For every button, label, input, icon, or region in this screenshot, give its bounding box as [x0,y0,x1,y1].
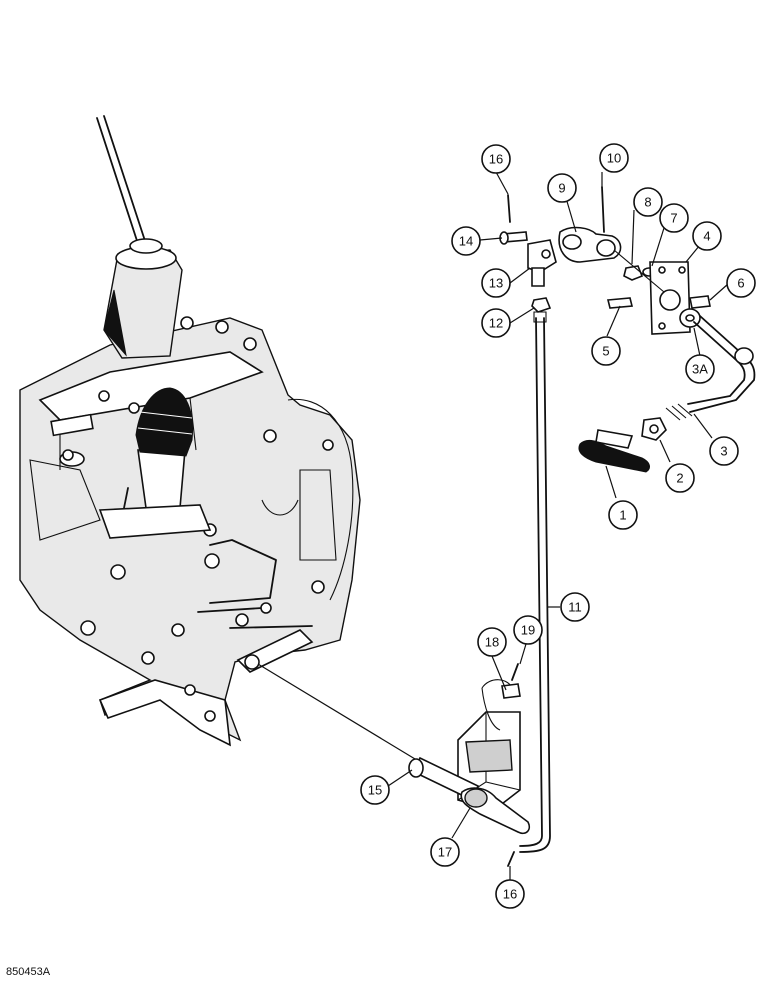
svg-text:6: 6 [737,276,744,291]
svg-text:11: 11 [568,600,582,615]
svg-text:19: 19 [521,623,535,638]
callout-3a: 3A [685,354,715,384]
callout-3: 3 [709,436,739,466]
callout-18: 18 [477,627,507,657]
housing-linkage [197,539,314,673]
callout-1: 1 [608,500,638,530]
svg-text:17: 17 [438,845,452,860]
control-rod-11 [519,311,551,853]
callout-19: 19 [513,615,543,645]
linkage-cable [257,663,421,763]
callout-11: 11 [560,592,590,622]
svg-text:15: 15 [368,783,382,798]
callout-16-top: 16 [481,144,511,174]
svg-text:3: 3 [720,444,727,459]
callout-7: 7 [659,203,689,233]
drawing-id-label: 850453A [6,966,51,978]
callout-5: 5 [591,336,621,366]
svg-text:1: 1 [619,508,626,523]
callout-4: 4 [692,221,722,251]
svg-text:10: 10 [607,151,621,166]
svg-text:2: 2 [676,471,683,486]
callout-8: 8 [633,187,663,217]
secondary-shift-lever [98,387,212,539]
svg-text:16: 16 [503,887,517,902]
callout-17: 17 [430,837,460,867]
svg-text:14: 14 [459,234,473,249]
leader-lines [387,171,729,880]
callout-6: 6 [726,268,756,298]
callout-12: 12 [481,308,511,338]
callout-2: 2 [665,463,695,493]
svg-text:9: 9 [558,181,565,196]
main-shift-lever [96,115,183,359]
svg-text:16: 16 [489,152,503,167]
svg-text:4: 4 [703,229,710,244]
callout-16-bottom: 16 [495,879,525,909]
svg-text:7: 7 [670,211,677,226]
svg-text:5: 5 [602,344,609,359]
svg-text:18: 18 [485,635,499,650]
callout-15: 15 [360,775,390,805]
svg-text:13: 13 [489,276,503,291]
svg-text:3A: 3A [692,362,708,377]
callout-9: 9 [547,173,577,203]
callout-10: 10 [599,143,629,173]
svg-text:12: 12 [489,316,503,331]
lower-bracket-assembly [408,663,531,867]
housing-bolts [62,316,334,665]
upper-linkage-parts [499,186,756,473]
svg-text:8: 8 [644,195,651,210]
callout-13: 13 [481,268,511,298]
callout-14: 14 [451,226,481,256]
